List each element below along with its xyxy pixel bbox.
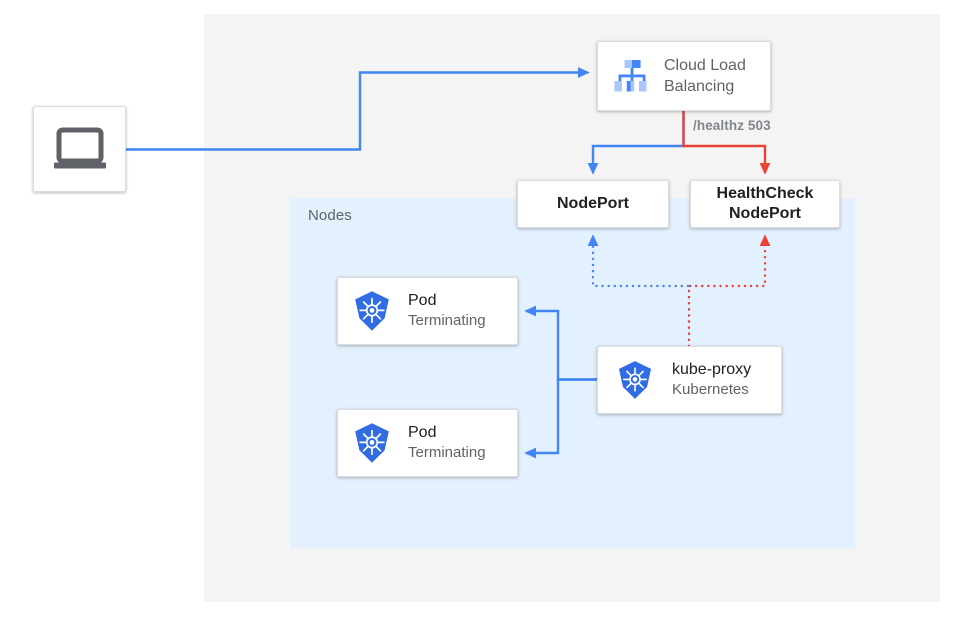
cloud-load-balancing-icon bbox=[614, 60, 647, 92]
pod-text-group-1: Pod Terminating bbox=[408, 291, 486, 331]
healthcheck-nodeport-label: HealthCheck NodePort bbox=[716, 184, 814, 222]
kube-proxy-card[interactable]: kube-proxy Kubernetes bbox=[597, 346, 782, 414]
kube-proxy-text-group: kube-proxy Kubernetes bbox=[672, 360, 751, 400]
client-device-card[interactable] bbox=[33, 106, 126, 192]
pod-status-1: Terminating bbox=[408, 312, 486, 330]
pod-title-1: Pod bbox=[408, 292, 437, 310]
cloud-load-balancing-label: Cloud Load Balancing bbox=[664, 56, 746, 95]
kubernetes-icon bbox=[618, 361, 652, 399]
pod-text-group-2: Pod Terminating bbox=[408, 423, 486, 463]
cloud-load-balancing-card[interactable]: Cloud Load Balancing bbox=[597, 41, 771, 111]
nodeport-card[interactable]: NodePort bbox=[517, 180, 669, 228]
kubernetes-icon bbox=[355, 423, 389, 463]
laptop-icon bbox=[53, 127, 106, 169]
nodeport-label: NodePort bbox=[557, 194, 629, 212]
pod-card-1[interactable]: Pod Terminating bbox=[337, 277, 518, 345]
nodes-panel-label: Nodes bbox=[308, 207, 352, 224]
pod-status-2: Terminating bbox=[408, 444, 486, 462]
healthz-status-label: /healthz 503 bbox=[693, 118, 771, 133]
healthcheck-nodeport-card[interactable]: HealthCheck NodePort bbox=[690, 180, 840, 228]
kube-proxy-title: kube-proxy bbox=[672, 361, 752, 379]
pod-title-2: Pod bbox=[408, 424, 437, 442]
kube-proxy-subtitle: Kubernetes bbox=[672, 381, 749, 399]
kubernetes-icon bbox=[355, 291, 389, 331]
pod-card-2[interactable]: Pod Terminating bbox=[337, 409, 518, 477]
